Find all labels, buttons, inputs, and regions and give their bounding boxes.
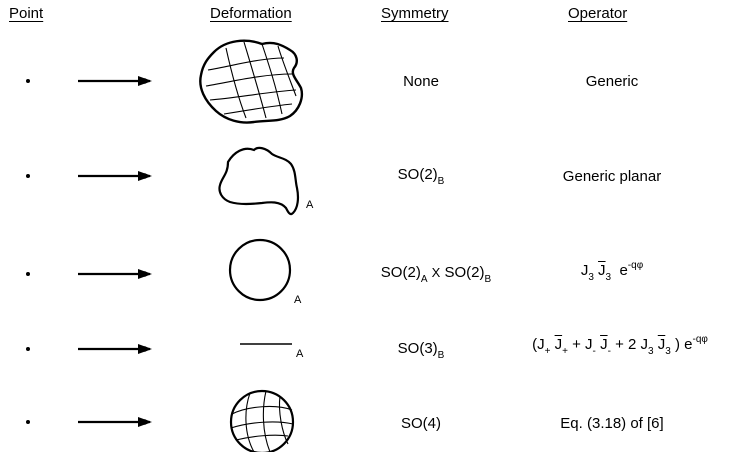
symmetry-row3: SO(2)A X SO(2)B [380,264,492,285]
sphere-shape [229,389,295,452]
operator-row5: Eq. (3.18) of [6] [560,415,664,432]
symmetry-row5: SO(4) [400,415,442,432]
symmetry-row2: SO(2)B [397,166,445,187]
operator-row1: Generic [585,73,639,90]
point-dot-row4 [26,347,30,351]
symmetry-row1: None [403,73,439,90]
operator-row4: (J+ J+ + J- J- + 2 J3 J3 ) e-qφ [532,334,708,357]
point-dot-row2 [26,174,30,178]
operator-row3: J3 J3 e-qφ [580,260,644,283]
header-symmetry: Symmetry [381,5,449,22]
circle-shape [228,238,292,302]
symmetry-row4: SO(3)B [397,340,445,361]
shape-label-row3: A [294,294,302,306]
header-point: Point [9,5,44,22]
crumpled-sheet-shape [199,39,304,124]
header-deformation: Deformation [210,5,292,22]
shape-label-row2: A [306,199,314,211]
operator-row2: Generic planar [562,168,662,185]
header-operator: Operator [568,5,628,22]
point-dot-row1 [26,79,30,83]
planar-blob-shape [218,146,300,216]
shape-label-row4: A [296,348,304,360]
point-dot-row3 [26,272,30,276]
point-dot-row5 [26,420,30,424]
